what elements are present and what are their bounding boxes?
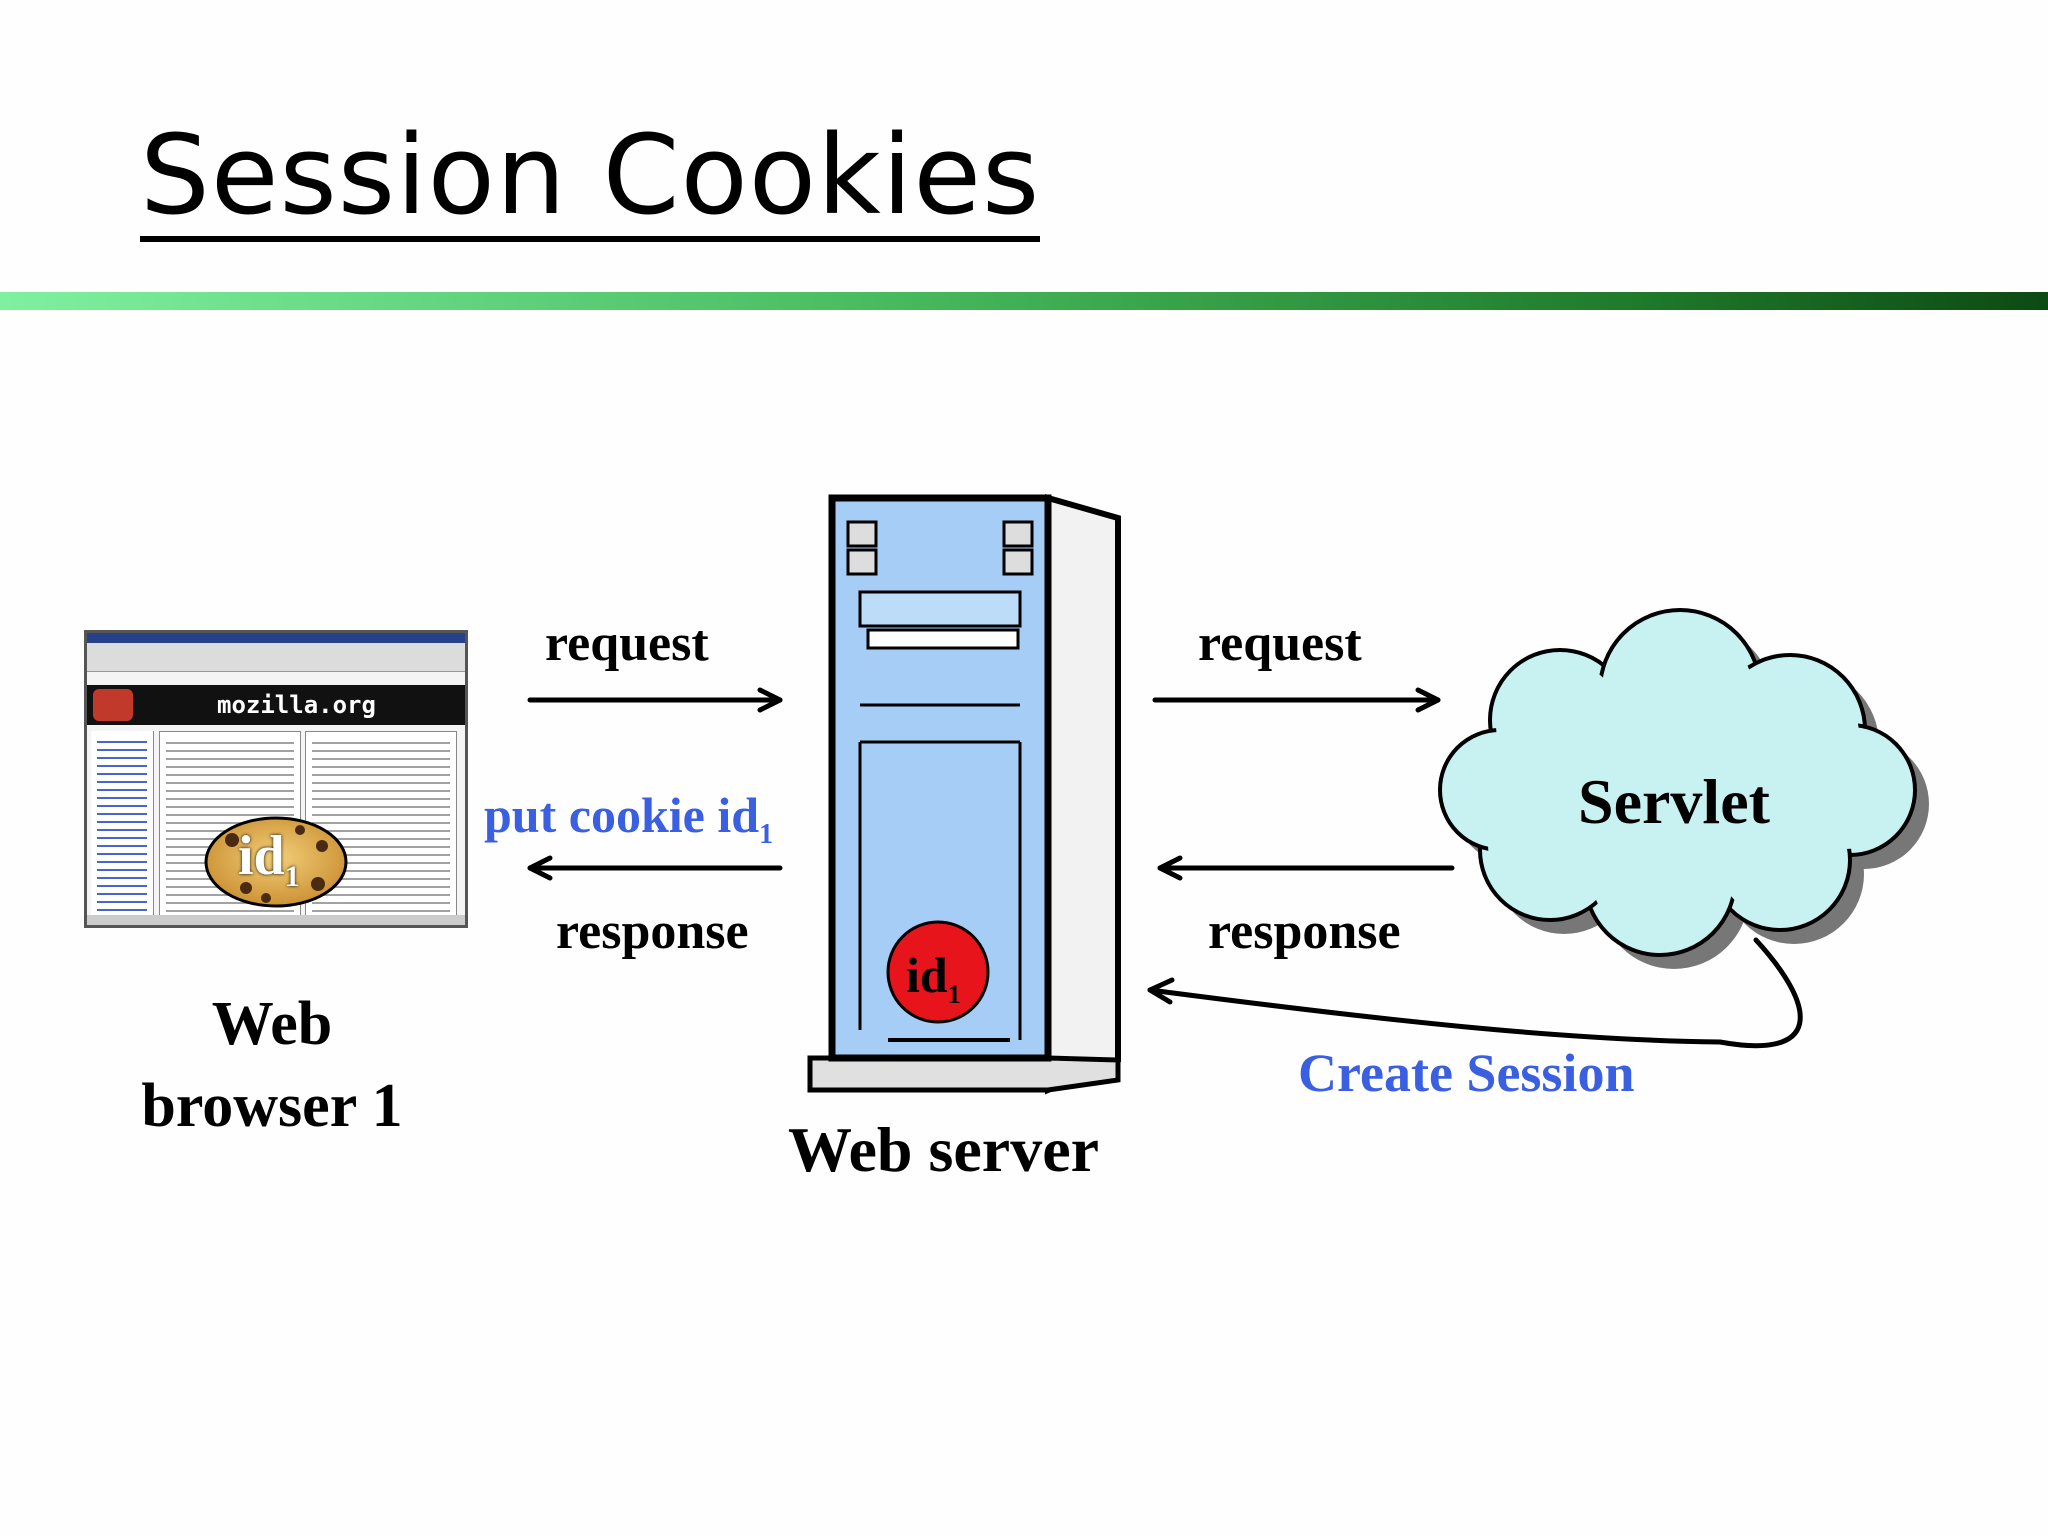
servlet-label: Servlet (1578, 766, 1770, 837)
web-browser-label: Web browser 1 (130, 984, 414, 1148)
title-divider (0, 292, 2048, 310)
server-tower-icon (807, 494, 1121, 1095)
response-arrow-left (527, 855, 783, 881)
server-id-badge (886, 920, 990, 1024)
browser-toolbar (87, 643, 465, 672)
browser-banner-text: mozilla.org (217, 691, 376, 719)
web-browser-label-line2: browser 1 (141, 1071, 403, 1140)
server-id-text: id (906, 947, 948, 1003)
put-cookie-label: put cookie id1 (484, 790, 773, 849)
browser-titlebar (87, 633, 465, 643)
web-server-label: Web server (788, 1114, 1099, 1185)
request-arrow-right (1152, 687, 1441, 713)
cookie-id-subscript: 1 (284, 860, 300, 894)
slide-title: Session Cookies (140, 120, 1041, 242)
request-label-right: request (1198, 615, 1362, 672)
cookie-id-label: id1 (238, 828, 300, 892)
web-browser-label-line1: Web (211, 990, 333, 1058)
browser-sidebar (91, 731, 154, 917)
mozilla-logo-icon (93, 689, 133, 721)
put-cookie-text: put cookie id (484, 787, 760, 843)
response-label-left: response (556, 903, 749, 960)
servlet-cloud-icon (1438, 608, 1929, 969)
browser-banner: mozilla.org (87, 685, 465, 725)
create-session-label: Create Session (1298, 1043, 1635, 1103)
request-arrow-left (527, 687, 783, 713)
cookie-id-text: id (238, 825, 285, 887)
response-arrow-right (1157, 855, 1455, 881)
server-id-label: id1 (906, 950, 961, 1008)
browser-screenshot: mozilla.org (84, 630, 468, 928)
server-id-subscript: 1 (947, 980, 961, 1009)
put-cookie-subscript: 1 (759, 819, 774, 850)
request-label-left: request (545, 615, 709, 672)
cookie-icon (204, 816, 348, 908)
browser-statusbar (87, 915, 465, 925)
response-label-right: response (1208, 903, 1401, 960)
create-session-arrow (1147, 937, 1803, 1049)
